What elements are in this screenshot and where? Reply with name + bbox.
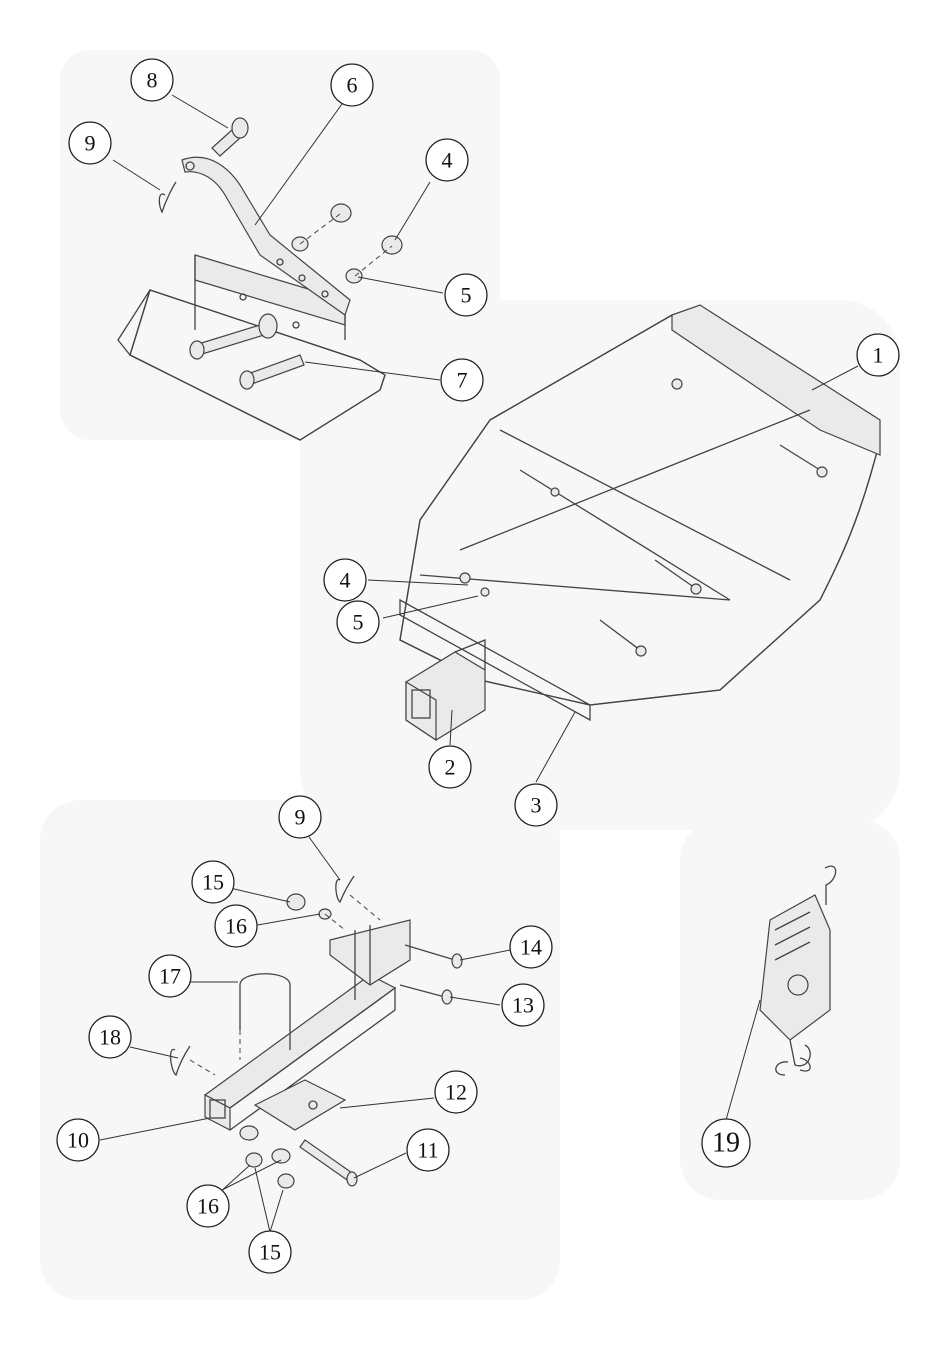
callout-label: 19: [712, 1128, 740, 1159]
callout-15-lower: 15: [249, 1231, 291, 1273]
callout-label: 4: [340, 568, 351, 593]
callout-label: 6: [347, 73, 358, 98]
callout-label: 15: [259, 1240, 281, 1265]
callout-9-lower: 9: [279, 796, 321, 838]
callout-label: 18: [99, 1025, 121, 1050]
callout-19: 19: [702, 1119, 750, 1167]
callout-5-lower: 5: [337, 601, 379, 643]
callout-label: 11: [417, 1138, 438, 1163]
callout-label: 17: [159, 964, 181, 989]
callout-4-lower: 4: [324, 559, 366, 601]
callout-label: 13: [512, 993, 534, 1018]
callout-label: 12: [445, 1080, 467, 1105]
callout-2: 2: [429, 746, 471, 788]
callout-label: 2: [445, 755, 456, 780]
callout-16-upper: 16: [215, 905, 257, 947]
callout-8: 8: [131, 59, 173, 101]
callout-7: 7: [441, 359, 483, 401]
callout-label: 9: [295, 805, 306, 830]
callout-label: 3: [531, 793, 542, 818]
callout-label: 1: [873, 343, 884, 368]
callout-label: 16: [197, 1194, 219, 1219]
callout-label: 10: [67, 1128, 89, 1153]
callout-label: 5: [461, 283, 472, 308]
callout-18: 18: [89, 1016, 131, 1058]
callout-label: 15: [202, 870, 224, 895]
callout-11: 11: [407, 1129, 449, 1171]
callout-label: 14: [520, 935, 542, 960]
callout-label: 8: [147, 68, 158, 93]
callout-9-upper: 9: [69, 122, 111, 164]
callout-label: 16: [225, 914, 247, 939]
callout-1: 1: [857, 334, 899, 376]
callout-14: 14: [510, 926, 552, 968]
callout-label: 4: [442, 148, 453, 173]
callout-label: 9: [85, 131, 96, 156]
callout-label: 5: [353, 610, 364, 635]
callout-15-upper: 15: [192, 861, 234, 903]
callout-13: 13: [502, 984, 544, 1026]
callout-label: 7: [457, 368, 468, 393]
callout-4-upper: 4: [426, 139, 468, 181]
callout-10: 10: [57, 1119, 99, 1161]
callout-16-lower: 16: [187, 1185, 229, 1227]
callout-6: 6: [331, 64, 373, 106]
callout-17: 17: [149, 955, 191, 997]
callout-12: 12: [435, 1071, 477, 1113]
callout-3: 3: [515, 784, 557, 826]
callout-5-upper: 5: [445, 274, 487, 316]
